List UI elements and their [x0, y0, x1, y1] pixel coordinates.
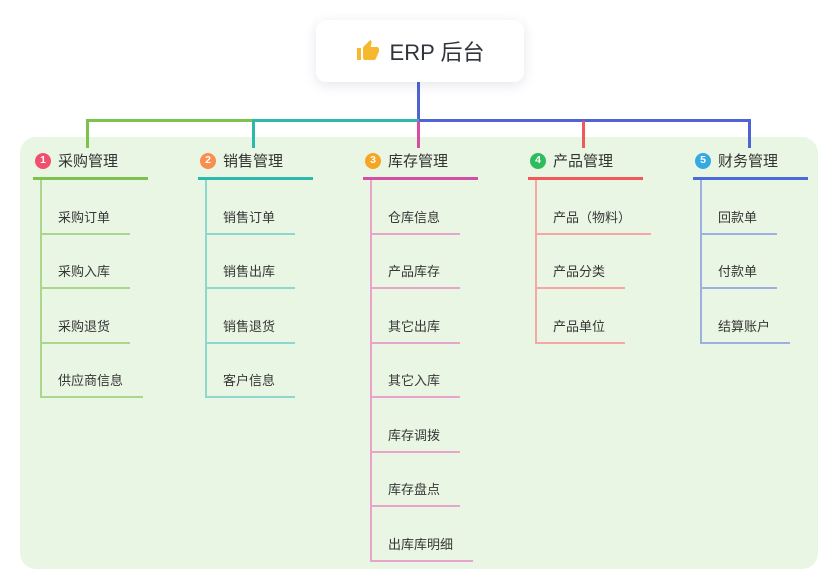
- branch-column-4: 4 产品管理产品（物料） 产品分类产品单位: [528, 147, 652, 344]
- leaf-node[interactable]: 供应商信息: [42, 344, 144, 398]
- leaf-node-label: 仓库信息: [388, 209, 441, 225]
- branch-node-3[interactable]: 3 库存管理: [363, 147, 478, 180]
- leaf-node-label: 其它入库: [388, 373, 441, 388]
- leaf-node[interactable]: 库存盘点: [372, 453, 461, 507]
- leaf-node-label: 采购入库: [58, 264, 111, 279]
- leaf-node-label: 结算账户: [718, 318, 771, 334]
- branch-node-5[interactable]: 5 财务管理: [693, 147, 808, 180]
- leaf-node[interactable]: 其它入库: [372, 344, 461, 398]
- branch-drop-4: [582, 121, 585, 148]
- branch-drop-2: [252, 119, 255, 148]
- branch-number-badge: 3: [365, 152, 381, 169]
- leaf-node[interactable]: 回款单: [702, 180, 778, 235]
- leaf-node-label: 供应商信息: [58, 373, 124, 388]
- leaf-node[interactable]: 出库库明细: [372, 507, 474, 562]
- leaf-node[interactable]: 仓库信息: [372, 180, 461, 235]
- leaf-node[interactable]: 库存调拨: [372, 398, 461, 453]
- branch-drop-5: [748, 119, 751, 148]
- bus-segment-2: [254, 119, 419, 122]
- branch-children: 产品（物料） 产品分类产品单位: [535, 180, 652, 344]
- branch-label: 销售管理: [223, 153, 284, 170]
- leaf-node-label: 付款单: [718, 264, 758, 279]
- branch-label: 产品管理: [553, 153, 614, 170]
- leaf-node-label: 采购订单: [58, 209, 111, 225]
- leaf-node[interactable]: 销售退货: [207, 289, 296, 344]
- branch-label: 采购管理: [58, 153, 119, 170]
- leaf-node-label: 采购退货: [58, 318, 111, 334]
- leaf-node-label: 其它出库: [388, 318, 441, 334]
- leaf-node-label: 产品分类: [553, 264, 606, 279]
- leaf-node-label: 库存调拨: [388, 427, 441, 443]
- thumbs-up-icon: [356, 40, 379, 60]
- leaf-node[interactable]: 其它出库: [372, 289, 461, 344]
- branch-column-2: 2 销售管理销售订单销售出库销售退货客户信息: [198, 147, 313, 398]
- branch-node-2[interactable]: 2 销售管理: [198, 147, 313, 180]
- bus-segment-1: [86, 119, 254, 122]
- branch-drop-1: [86, 119, 89, 148]
- branch-children: 销售订单销售出库销售退货客户信息: [205, 180, 313, 398]
- root-node[interactable]: ERP 后台: [316, 20, 524, 82]
- leaf-node[interactable]: 销售订单: [207, 180, 296, 235]
- leaf-node-label: 销售退货: [223, 318, 276, 334]
- leaf-node[interactable]: 销售出库: [207, 235, 296, 289]
- bus-segment-3: [419, 119, 751, 122]
- branch-children: 采购订单采购入库采购退货供应商信息: [40, 180, 148, 398]
- branch-column-5: 5 财务管理回款单付款单结算账户: [693, 147, 808, 344]
- leaf-node-label: 出库库明细: [388, 536, 454, 552]
- branch-children: 回款单付款单结算账户: [700, 180, 808, 344]
- leaf-node[interactable]: 采购退货: [42, 289, 131, 344]
- branch-number-badge: 2: [200, 152, 216, 169]
- root-node-label: ERP 后台: [389, 40, 485, 65]
- branch-number-badge: 1: [35, 152, 51, 169]
- branch-column-3: 3 库存管理仓库信息产品库存其它出库其它入库库存调拨库存盘点出库库明细: [363, 147, 478, 562]
- leaf-node[interactable]: 产品分类: [537, 235, 626, 289]
- leaf-node[interactable]: 产品单位: [537, 289, 626, 344]
- branch-label: 财务管理: [718, 153, 779, 170]
- leaf-node[interactable]: 采购订单: [42, 180, 131, 235]
- leaf-node-label: 产品（物料）: [553, 209, 632, 225]
- branch-number-badge: 5: [695, 152, 711, 169]
- leaf-node-label: 销售订单: [223, 209, 276, 225]
- leaf-node-label: 产品单位: [553, 318, 606, 334]
- leaf-node-label: 回款单: [718, 209, 758, 225]
- leaf-node[interactable]: 产品库存: [372, 235, 461, 289]
- leaf-node[interactable]: 采购入库: [42, 235, 131, 289]
- leaf-node[interactable]: 产品（物料）: [537, 180, 652, 235]
- branch-children: 仓库信息产品库存其它出库其它入库库存调拨库存盘点出库库明细: [370, 180, 478, 562]
- leaf-node-label: 库存盘点: [388, 482, 441, 497]
- branch-node-4[interactable]: 4 产品管理: [528, 147, 643, 180]
- branch-number-badge: 4: [530, 152, 546, 169]
- mindmap-background-panel: [20, 137, 818, 569]
- branch-node-1[interactable]: 1 采购管理: [33, 147, 148, 180]
- leaf-node[interactable]: 结算账户: [702, 289, 791, 344]
- branch-column-1: 1 采购管理采购订单采购入库采购退货供应商信息: [33, 147, 148, 398]
- root-connector-line: [417, 81, 420, 120]
- leaf-node[interactable]: 客户信息: [207, 344, 296, 398]
- branch-drop-3: [417, 121, 420, 148]
- branch-label: 库存管理: [388, 153, 449, 170]
- leaf-node-label: 客户信息: [223, 373, 276, 388]
- leaf-node[interactable]: 付款单: [702, 235, 778, 289]
- leaf-node-label: 销售出库: [223, 264, 276, 279]
- leaf-node-label: 产品库存: [388, 264, 441, 279]
